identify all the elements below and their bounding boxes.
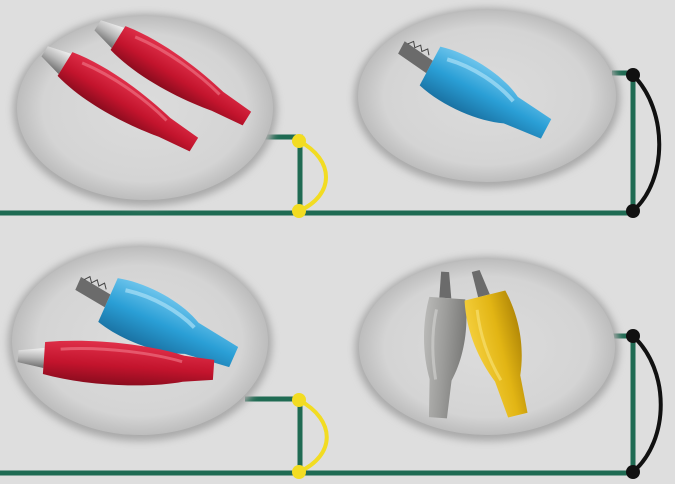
jumper-yellow-top: [292, 134, 326, 218]
jumper-yellow-bottom: [292, 393, 327, 479]
panel-bottom-left: [8, 245, 272, 441]
terminal-node: [626, 465, 640, 479]
terminal-node: [292, 465, 306, 479]
terminal-node: [626, 329, 640, 343]
terminal-node: [292, 134, 306, 148]
panel-top-left: [13, 10, 277, 206]
terminal-node: [292, 393, 306, 407]
terminal-node: [626, 204, 640, 218]
panel-top-right: [354, 8, 620, 188]
panel-bottom-right: [355, 257, 619, 441]
terminal-node: [292, 204, 306, 218]
terminal-node: [626, 68, 640, 82]
